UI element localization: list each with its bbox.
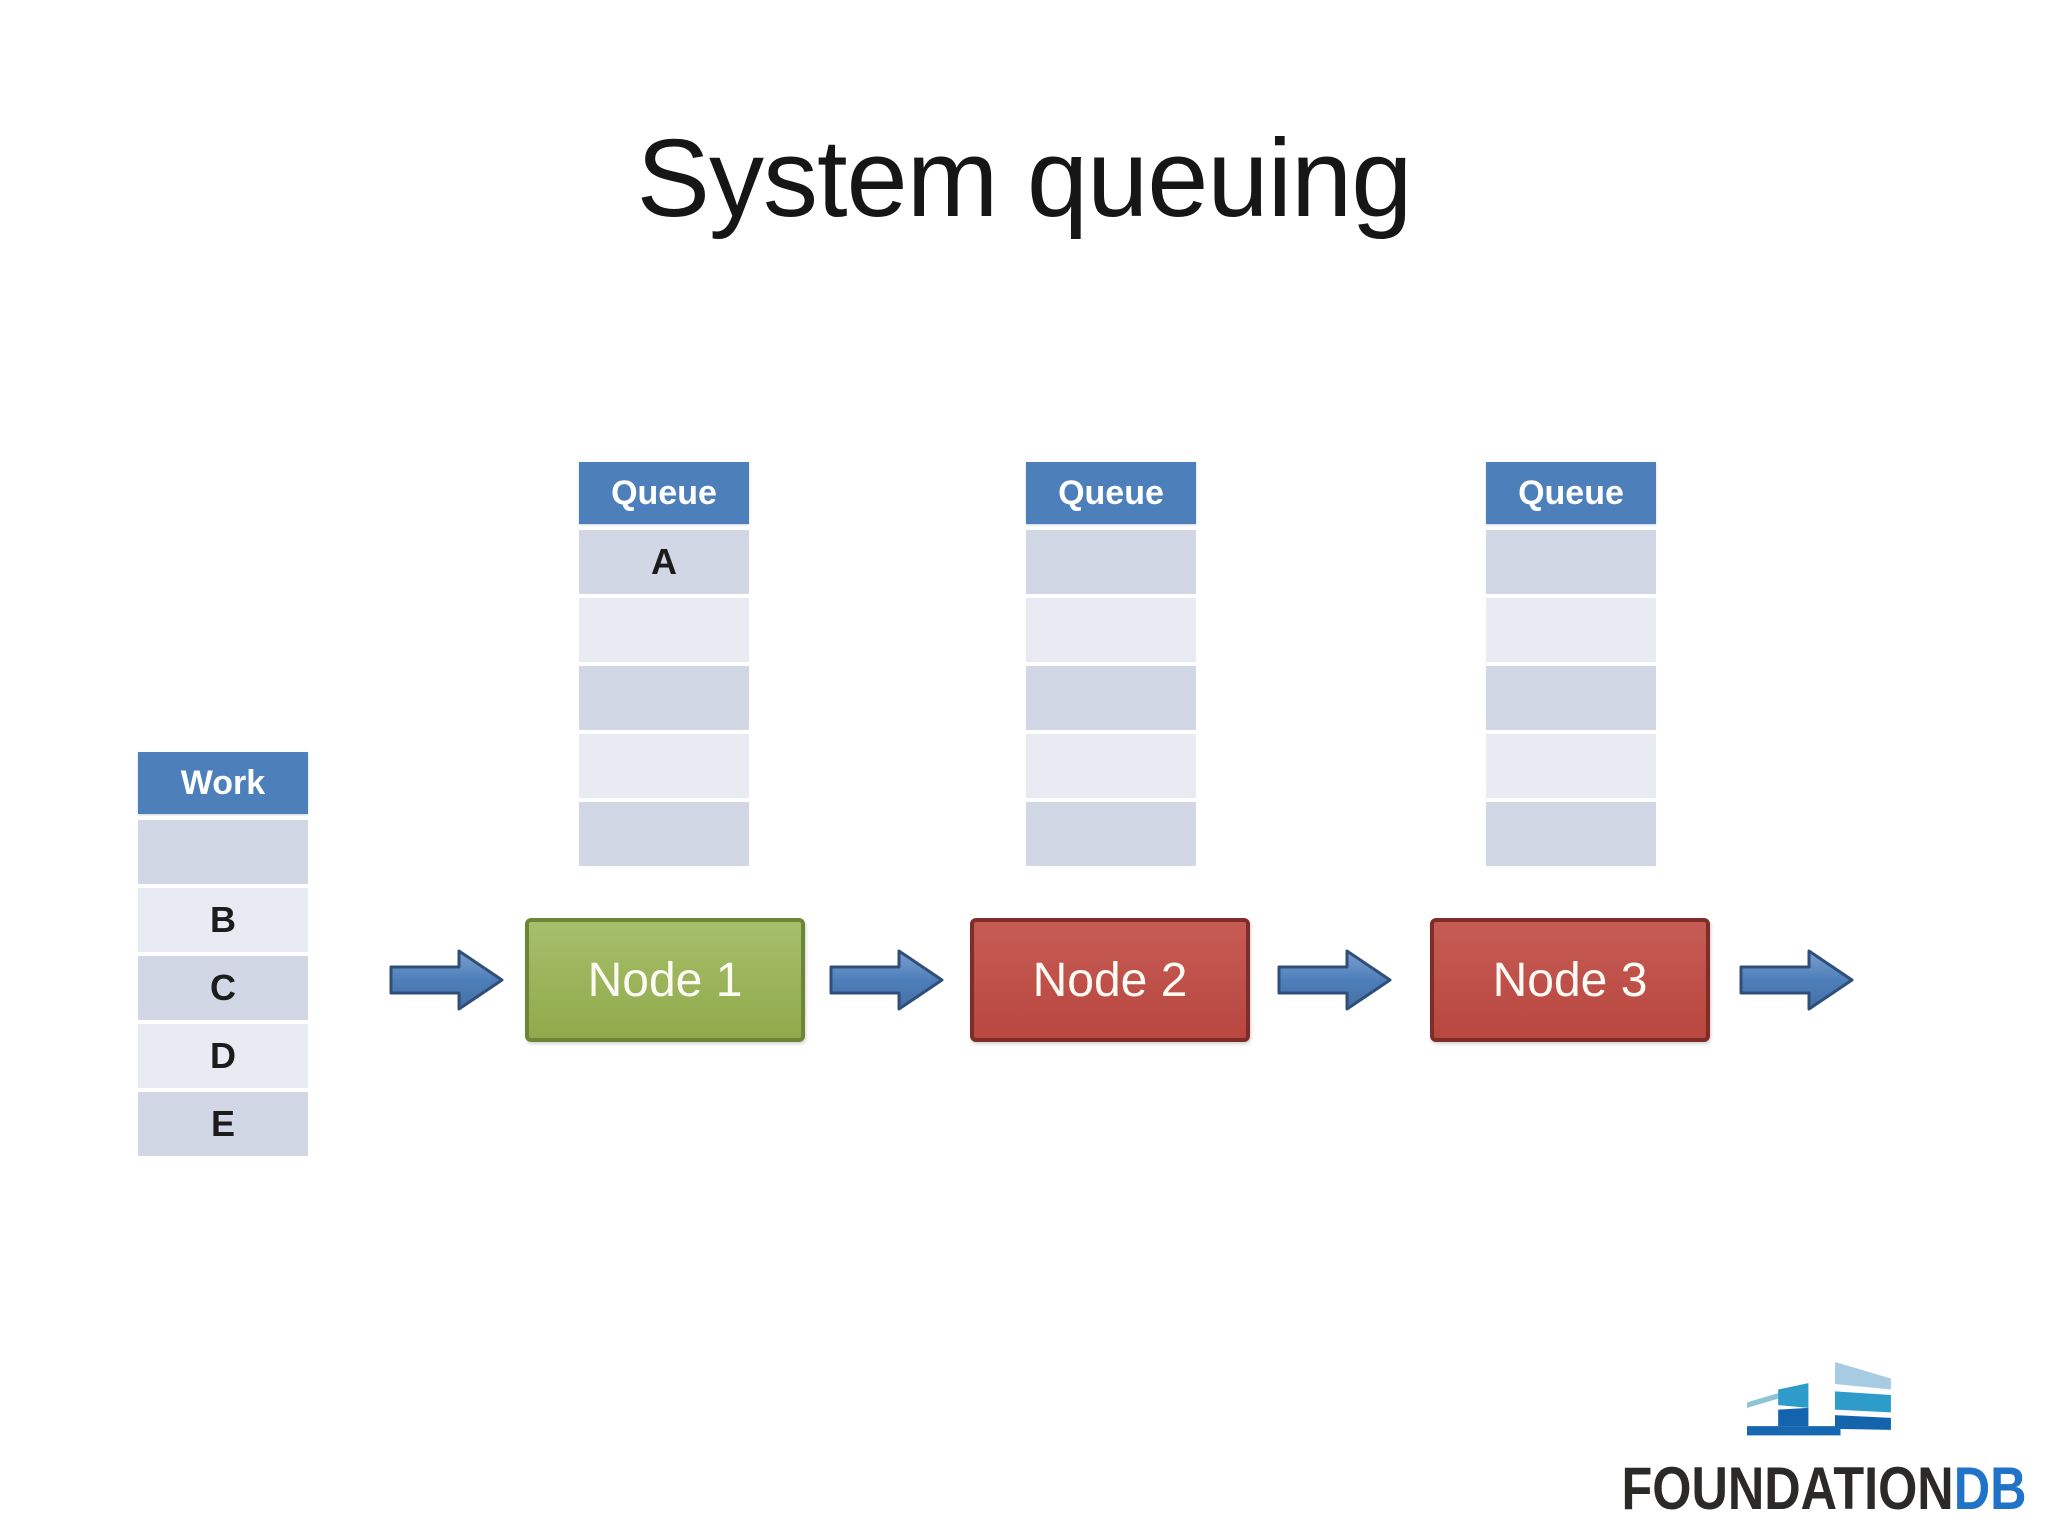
flow-arrow-2 right-arrow-icon <box>829 949 944 1011</box>
work-row-3: C <box>138 956 308 1020</box>
queue-2-row-3 <box>1026 666 1196 730</box>
queue-1-row-5 <box>579 802 749 866</box>
work-row-4: D <box>138 1024 308 1088</box>
node-1-label: Node 1 <box>587 953 743 1007</box>
queue-1-row-2 <box>579 598 749 662</box>
work-row-5: E <box>138 1092 308 1156</box>
work-table-rows: B C D E <box>138 820 308 1156</box>
node-2: Node 2 <box>970 918 1250 1042</box>
queue-3-row-4 <box>1486 734 1656 798</box>
queue-table-1-header: Queue <box>579 462 749 524</box>
queue-1-row-3 <box>579 666 749 730</box>
work-table: Work B C D E <box>138 752 308 1160</box>
queue-2-row-1 <box>1026 530 1196 594</box>
queue-1-row-1: A <box>579 530 749 594</box>
queue-table-3-header: Queue <box>1486 462 1656 524</box>
queue-2-row-4 <box>1026 734 1196 798</box>
flow-arrow-3 right-arrow-icon <box>1277 949 1392 1011</box>
flow-arrow-4 right-arrow-icon <box>1739 949 1854 1011</box>
logo-text-db: DB <box>1953 1455 2027 1522</box>
queue-2-row-5 <box>1026 802 1196 866</box>
queue-3-row-3 <box>1486 666 1656 730</box>
queue-2-row-2 <box>1026 598 1196 662</box>
page-title: System queuing <box>636 117 1413 240</box>
node-3-label: Node 3 <box>1492 953 1648 1007</box>
work-row-1 <box>138 820 308 884</box>
queue-table-2: Queue <box>1026 462 1196 870</box>
queue-1-row-4 <box>579 734 749 798</box>
queue-table-1: Queue A <box>579 462 749 870</box>
queue-table-3-rows <box>1486 530 1656 866</box>
queue-table-1-rows: A <box>579 530 749 866</box>
node-3: Node 3 <box>1430 918 1710 1042</box>
node-2-label: Node 2 <box>1032 953 1188 1007</box>
queue-table-2-rows <box>1026 530 1196 866</box>
queue-table-3: Queue <box>1486 462 1656 870</box>
queue-table-2-header: Queue <box>1026 462 1196 524</box>
work-table-header: Work <box>138 752 308 814</box>
node-1: Node 1 <box>525 918 805 1042</box>
queue-3-row-5 <box>1486 802 1656 866</box>
flow-arrow-1 right-arrow-icon <box>389 949 504 1011</box>
foundationdb-logo-icon <box>1747 1362 1891 1436</box>
logo-text-foundation: FOUNDATION <box>1621 1455 1954 1522</box>
queue-3-row-1 <box>1486 530 1656 594</box>
work-row-2: B <box>138 888 308 952</box>
queue-3-row-2 <box>1486 598 1656 662</box>
